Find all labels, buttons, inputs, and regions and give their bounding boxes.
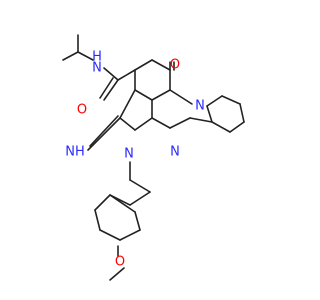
bond-line: [211, 121, 231, 133]
bond-line: [134, 89, 153, 101]
bond-line: [103, 79, 119, 101]
bond-line: [151, 117, 171, 129]
bond-line: [117, 69, 136, 81]
bond-line: [151, 59, 171, 71]
ring-mid-nitrogen-label: N: [170, 145, 180, 160]
bond-line: [129, 179, 151, 193]
imino-nh-label: NH: [65, 145, 85, 160]
bond-line: [87, 117, 121, 151]
pyrido-nitrogen-label: N: [195, 99, 205, 114]
bond-line: [99, 229, 121, 241]
bond-lines: [62, 34, 245, 281]
bond-line: [189, 117, 213, 123]
bond-line: [119, 117, 136, 131]
bond-line: [94, 209, 101, 231]
bond-line: [129, 191, 151, 206]
bond-line: [103, 67, 119, 81]
bond-line: [134, 211, 141, 231]
amide-oxygen-label: O: [77, 103, 87, 118]
bond-line: [134, 59, 153, 71]
bond-line: [206, 95, 223, 107]
bond-line: [89, 115, 119, 147]
chemical-structure-diagram: N H O O N NH N N O: [62, 34, 245, 281]
bond-line: [221, 95, 241, 105]
amide-nitrogen-label: N: [92, 61, 102, 76]
bond-line: [119, 89, 136, 119]
bond-line: [169, 89, 193, 105]
bond-line: [62, 51, 79, 61]
bond-line: [119, 229, 141, 241]
bond-line: [99, 77, 114, 99]
bond-line: [109, 194, 136, 213]
ether-oxygen-label: O: [115, 255, 125, 270]
ring-nitrogen-label: N: [124, 147, 134, 162]
bond-line: [169, 117, 191, 129]
bond-line: [109, 267, 125, 281]
bond-line: [206, 105, 213, 123]
bond-line: [229, 121, 245, 133]
bond-line: [239, 103, 245, 123]
bond-line: [151, 89, 171, 101]
bond-line: [134, 117, 153, 131]
bond-line: [94, 194, 111, 211]
amide-hydrogen-label: H: [92, 50, 102, 65]
ketone-oxygen-label: O: [170, 58, 180, 73]
atom-labels: N H O O N NH N N O: [65, 50, 205, 270]
bond-line: [77, 51, 94, 61]
